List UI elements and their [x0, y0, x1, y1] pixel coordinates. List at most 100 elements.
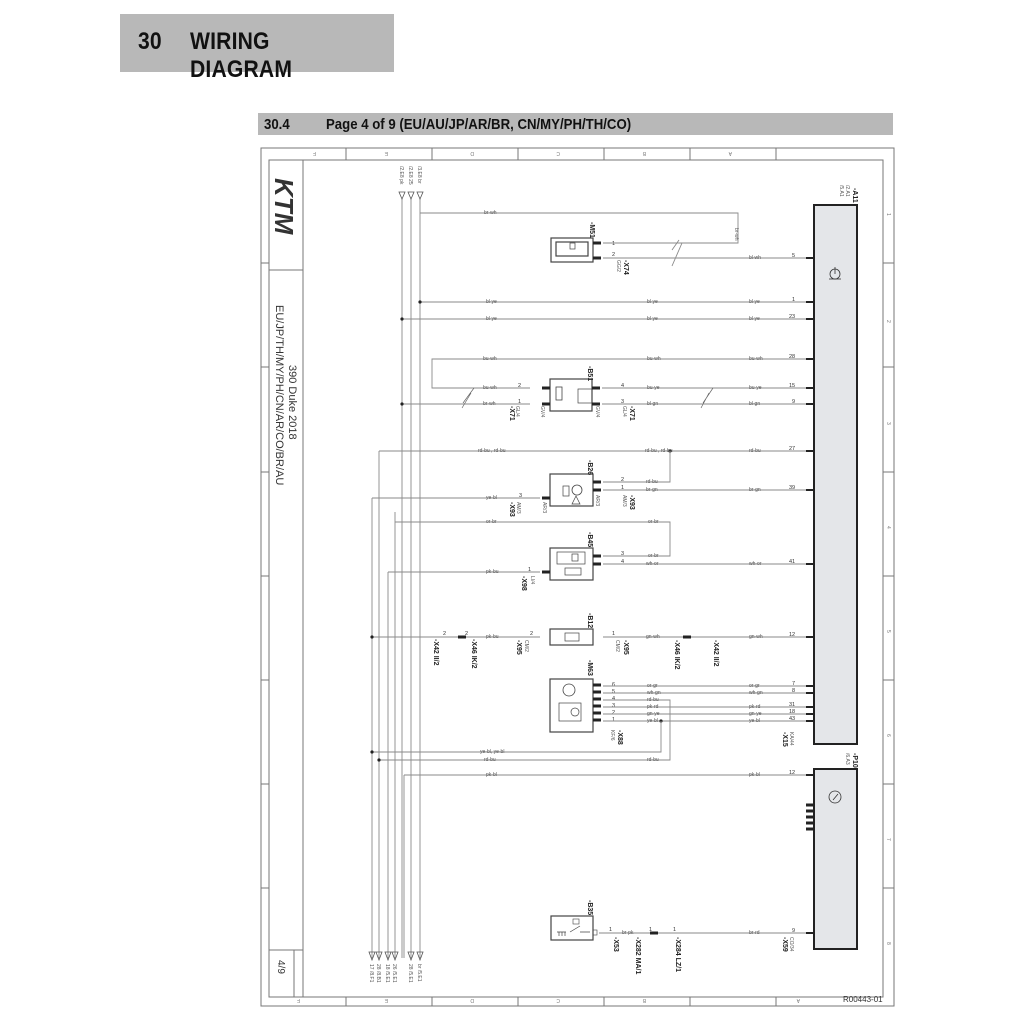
svg-text:AR/3: AR/3: [594, 495, 600, 506]
svg-text:bu-wh: bu-wh: [647, 356, 661, 362]
svg-text:3: 3: [621, 399, 624, 405]
section-number: 30.4: [264, 116, 290, 133]
p10-pin-stubs: [806, 803, 814, 831]
svg-text:wh-or: wh-or: [646, 561, 659, 567]
svg-text:12: 12: [789, 770, 795, 776]
svg-text:bu-wh: bu-wh: [749, 356, 763, 362]
svg-text:GL/4: GL/4: [514, 406, 520, 417]
svg-text:bl-ye: bl-ye: [647, 299, 658, 305]
svg-text:-M63: -M63: [586, 660, 593, 676]
svg-text:-B51: -B51: [586, 366, 593, 381]
svg-text:3: 3: [621, 551, 624, 557]
model-name: 390 Duke 2018: [286, 365, 298, 440]
svg-text:ye-bl: ye-bl: [647, 718, 658, 724]
svg-text:-X282 MA/1: -X282 MA/1: [634, 937, 641, 974]
svg-text:-X42 II/2: -X42 II/2: [432, 639, 439, 666]
a11-pin-stubs: [806, 257, 814, 934]
bottom-ref-5: 28 /5.E1: [407, 964, 413, 983]
bottom-reference-arrows: 17 /8.F1 28 /8.B1 18 /5.E1 26 /5.E1 28 /…: [368, 951, 424, 983]
market-list: EU/JP/TH/MY/PH/CN/AR/CO/BR/AU: [273, 305, 285, 485]
svg-text:pk-bl: pk-bl: [486, 772, 497, 778]
title-block: KTM 390 Duke 2018 EU/JP/TH/MY/PH/CN/AR/C…: [269, 160, 304, 997]
bottom-ref-3: 18 /5.E1: [384, 964, 390, 983]
svg-text:or-br: or-br: [486, 519, 497, 525]
svg-text:4: 4: [621, 383, 624, 389]
top-ref-1: /3.E8 br: [416, 166, 422, 184]
wire-rd-bu-m63: [379, 699, 671, 761]
svg-text:AM/3: AM/3: [515, 502, 521, 514]
drawing-number: R00443-01: [843, 995, 883, 1004]
svg-text:3: 3: [612, 703, 615, 709]
svg-text:5: 5: [792, 253, 795, 259]
row-8: 8: [885, 942, 891, 945]
svg-text:-X15: -X15: [781, 732, 788, 747]
svg-text:GV/4: GV/4: [539, 406, 545, 418]
svg-text:or-br: or-br: [648, 519, 659, 525]
svg-text:pk-bu: pk-bu: [486, 634, 499, 640]
page-indicator: 4/9: [275, 960, 286, 974]
svg-text:bl-gn: bl-gn: [647, 401, 658, 407]
svg-text:GL/4: GL/4: [621, 406, 627, 417]
svg-text:23: 23: [789, 314, 795, 320]
svg-text:bl-ye: bl-ye: [647, 316, 658, 322]
svg-text:wh-or: wh-or: [749, 561, 762, 567]
svg-text:/5.A1: /5.A1: [838, 185, 844, 197]
svg-text:27: 27: [789, 446, 795, 452]
svg-text:/2.A1: /2.A1: [844, 185, 850, 197]
svg-text:4: 4: [612, 696, 615, 702]
svg-text:18: 18: [789, 709, 795, 715]
col-D-bottom: D: [470, 997, 474, 1003]
svg-text:bl-ye: bl-ye: [486, 299, 497, 305]
wire-rd-bu-b26: [603, 451, 671, 483]
svg-text:br-wh: br-wh: [483, 401, 496, 407]
svg-text:9: 9: [792, 399, 795, 405]
svg-text:pk-bl: pk-bl: [749, 772, 760, 778]
svg-text:31: 31: [789, 702, 795, 708]
svg-text:-X71: -X71: [628, 406, 635, 421]
svg-text:KA/44: KA/44: [788, 732, 794, 746]
svg-text:1: 1: [518, 399, 521, 405]
row-3: 3: [885, 422, 891, 425]
col-A-top: A: [728, 150, 732, 156]
row-1: 1: [885, 213, 891, 216]
svg-text:gn-wh: gn-wh: [749, 634, 763, 640]
svg-text:41: 41: [789, 559, 795, 565]
svg-text:1: 1: [649, 927, 652, 933]
col-C-bottom: C: [556, 997, 560, 1003]
top-ref-3: /2.E8 pk: [398, 166, 404, 185]
svg-text:ye-bl, ye-bl: ye-bl, ye-bl: [480, 749, 504, 755]
svg-text:-X59: -X59: [781, 937, 788, 952]
svg-text:or-br: or-br: [648, 553, 659, 559]
svg-text:gn-ye: gn-ye: [647, 711, 660, 717]
svg-text:rd-bu: rd-bu: [647, 697, 659, 703]
svg-text:rd-bu: rd-bu: [484, 757, 496, 763]
svg-text:1: 1: [673, 927, 676, 933]
svg-text:-X46 IK/2: -X46 IK/2: [673, 640, 680, 670]
svg-text:GV/4: GV/4: [594, 406, 600, 418]
svg-text:7: 7: [792, 681, 795, 687]
row-7: 7: [885, 838, 891, 841]
svg-text:8: 8: [792, 688, 795, 694]
wire-ye-bl-pair: [372, 721, 662, 753]
svg-text:br-wh: br-wh: [484, 210, 497, 216]
svg-text:-B12: -B12: [586, 613, 593, 628]
svg-text:4: 4: [621, 559, 624, 565]
svg-text:-A11: -A11: [851, 188, 858, 203]
svg-text:KTM: KTM: [269, 178, 299, 236]
wire-or-br: [395, 521, 671, 557]
component-m51: -M51 -X74 GG/2 1 2: [550, 222, 629, 275]
svg-text:bl-ye: bl-ye: [749, 299, 760, 305]
svg-text:39: 39: [789, 485, 795, 491]
svg-text:-X93: -X93: [628, 495, 635, 510]
steering-lock-icon: [829, 267, 841, 280]
svg-text:CM/2: CM/2: [523, 640, 529, 652]
svg-text:15: 15: [789, 383, 795, 389]
col-E-top: E: [384, 150, 388, 156]
svg-text:3: 3: [519, 493, 522, 499]
svg-text:1: 1: [612, 241, 615, 247]
svg-text:-X93: -X93: [508, 502, 515, 517]
svg-text:bu-ye: bu-ye: [647, 385, 660, 391]
svg-text:-X71: -X71: [508, 406, 515, 421]
bottom-ref-6: br /5.E1: [416, 964, 422, 982]
